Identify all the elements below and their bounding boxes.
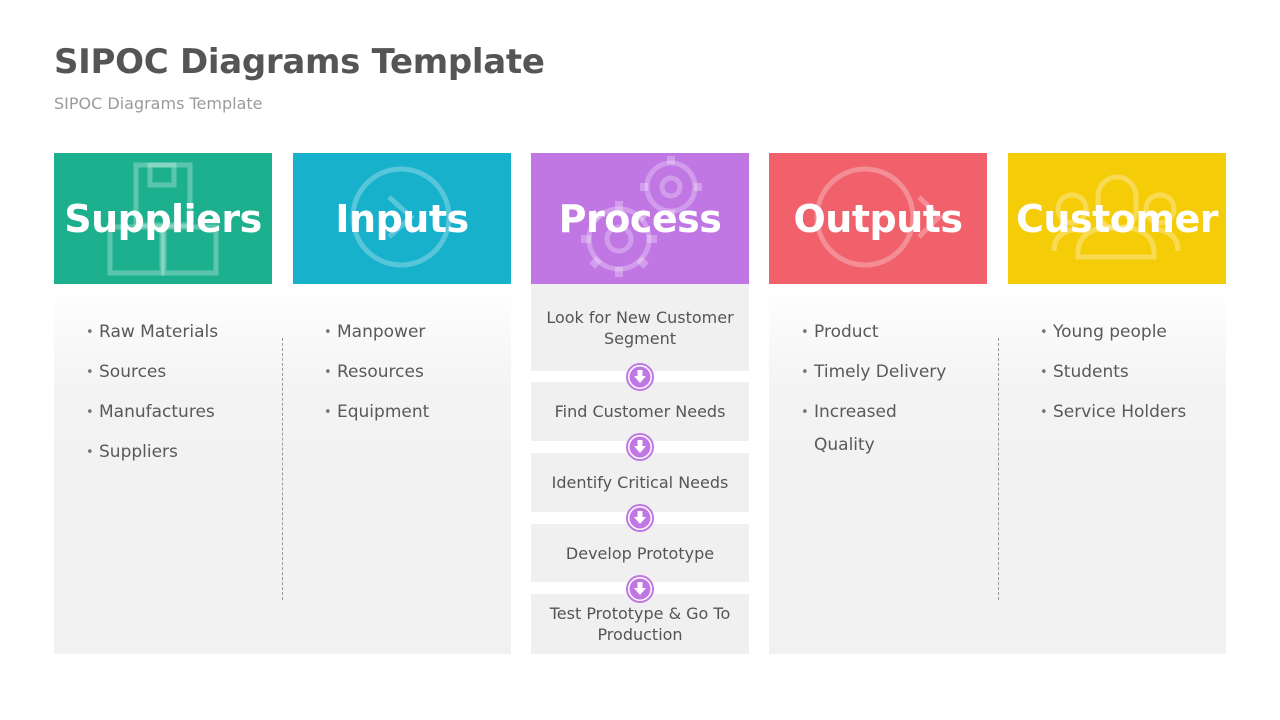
down-arrow-icon <box>626 504 654 532</box>
inputs-label: Inputs <box>335 196 469 241</box>
list-item: Raw Materials <box>86 316 218 349</box>
down-arrow-icon <box>626 575 654 603</box>
list-item: Equipment <box>324 396 429 429</box>
list-item: Timely Delivery <box>801 356 946 389</box>
circle-arrow-in-icon <box>350 166 452 268</box>
inputs-header: Inputs <box>293 153 511 284</box>
down-arrow-icon <box>626 433 654 461</box>
process-step: Look for New Customer Segment <box>531 284 749 371</box>
list-item: Increased Quality <box>801 396 924 462</box>
user-group-icon <box>1051 174 1181 260</box>
outputs-list: Product Timely Delivery Increased Qualit… <box>801 316 946 469</box>
suppliers-label: Suppliers <box>64 196 262 241</box>
dashed-divider <box>998 338 999 600</box>
customer-header: Customer <box>1008 153 1226 284</box>
list-item: Sources <box>86 356 218 389</box>
list-item: Young people <box>1040 316 1186 349</box>
list-item: Resources <box>324 356 429 389</box>
circle-arrow-out-icon <box>814 166 943 268</box>
process-step: Identify Critical Needs <box>531 453 749 512</box>
package-boxes-icon <box>107 162 219 276</box>
list-item: Product <box>801 316 946 349</box>
down-arrow-icon <box>626 363 654 391</box>
process-step: Develop Prototype <box>531 524 749 582</box>
list-item: Suppliers <box>86 436 218 469</box>
inputs-list: Manpower Resources Equipment <box>324 316 429 436</box>
process-step: Find Customer Needs <box>531 382 749 441</box>
page-title: SIPOC Diagrams Template <box>54 42 545 82</box>
gears-icon <box>581 156 702 277</box>
page-subtitle: SIPOC Diagrams Template <box>54 94 263 113</box>
suppliers-list: Raw Materials Sources Manufactures Suppl… <box>86 316 218 476</box>
process-header: Process <box>531 153 749 284</box>
outputs-header: Outputs <box>769 153 987 284</box>
process-label: Process <box>558 196 722 241</box>
customer-label: Customer <box>1016 196 1218 241</box>
dashed-divider <box>282 338 283 600</box>
suppliers-header: Suppliers <box>54 153 272 284</box>
process-step: Test Prototype & Go To Production <box>531 594 749 654</box>
list-item: Service Holders <box>1040 396 1186 429</box>
list-item: Students <box>1040 356 1186 389</box>
customer-list: Young people Students Service Holders <box>1040 316 1186 436</box>
list-item: Manpower <box>324 316 429 349</box>
outputs-label: Outputs <box>793 196 963 241</box>
list-item: Manufactures <box>86 396 218 429</box>
